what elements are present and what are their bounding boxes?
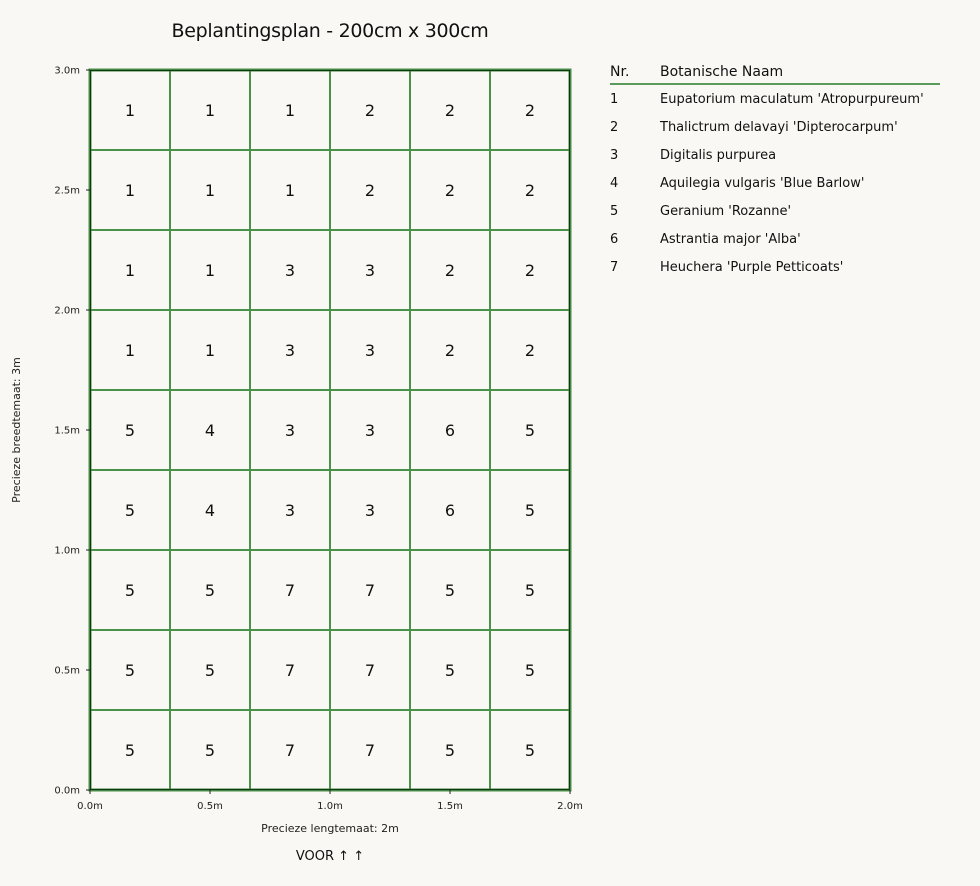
grid-cell-label: 5 [125,501,135,520]
x-tick-label: 1.5m [437,801,463,812]
grid-cell-label: 3 [285,261,295,280]
grid-cell-label: 1 [205,101,215,120]
grid-cell-label: 2 [525,181,535,200]
legend-row-name: Thalictrum delavayi 'Dipterocarpum' [660,119,898,135]
grid-cell-label: 4 [205,501,215,520]
grid-cell-label: 5 [525,581,535,600]
legend-row-name: Heuchera 'Purple Petticoats' [660,259,844,275]
grid-cell-label: 3 [285,341,295,360]
grid-cell-label: 5 [125,741,135,760]
grid-cell-label: 2 [445,261,455,280]
legend-row: 3 Digitalis purpurea [610,141,940,169]
grid-cell-label: 2 [365,101,375,120]
legend-row-name: Digitalis purpurea [660,147,777,163]
grid-cell-label: 3 [365,421,375,440]
grid-cell-label: 5 [525,741,535,760]
grid-cell-label: 6 [445,421,455,440]
grid-cell-label: 3 [365,261,375,280]
legend-row-name: Aquilegia vulgaris 'Blue Barlow' [660,175,865,191]
x-tick-label: 1.0m [317,801,343,812]
legend-header-name: Botanische Naam [660,64,784,80]
grid-cell-label: 3 [365,341,375,360]
y-tick-label: 1.5m [54,426,80,437]
grid-cell-label: 7 [365,581,375,600]
x-tick-label: 0.5m [197,801,223,812]
y-tick-label: 2.5m [54,186,80,197]
grid-cell-label: 5 [525,501,535,520]
grid-cell-label: 5 [205,661,215,680]
legend-row-name: Astrantia major 'Alba' [660,231,801,247]
grid-cell-label: 7 [285,661,295,680]
grid-cell-label: 5 [445,661,455,680]
grid-cell-label: 4 [205,421,215,440]
legend-row: 6 Astrantia major 'Alba' [610,225,940,253]
front-direction-label: VOOR ↑ ↑ [296,849,364,864]
plot-frame-inner [89,69,571,791]
legend-row-nr: 5 [610,203,619,219]
grid-cell-label: 5 [445,741,455,760]
grid-cell-label: 5 [205,581,215,600]
grid-cell-label: 1 [285,101,295,120]
grid-cell-label: 2 [445,341,455,360]
grid-cell-label: 2 [525,341,535,360]
grid-cell-label: 5 [445,581,455,600]
y-tick-label: 0.5m [54,666,80,677]
grid-cell-label: 1 [205,181,215,200]
grid-cell-label: 5 [125,661,135,680]
legend-row: 2 Thalictrum delavayi 'Dipterocarpum' [610,113,940,141]
grid-cell-label: 3 [365,501,375,520]
grid-cell-label: 7 [365,661,375,680]
grid-cell-label: 6 [445,501,455,520]
legend-row: 5 Geranium 'Rozanne' [610,197,940,225]
chart-title: Beplantingsplan - 200cm x 300cm [171,20,489,42]
grid-cell-label: 7 [285,741,295,760]
legend-row-nr: 3 [610,147,619,163]
grid-cell-label: 5 [525,661,535,680]
legend-row-nr: 2 [610,119,619,135]
grid-cell-label: 7 [285,581,295,600]
legend-row-name: Geranium 'Rozanne' [660,203,792,219]
grid-cell-label: 2 [525,101,535,120]
legend-row-nr: 7 [610,259,619,275]
plant-legend-table: Nr. Botanische Naam 1 Eupatorium maculatu… [610,61,940,281]
grid-cell-label: 5 [205,741,215,760]
grid-cell-label: 1 [125,261,135,280]
grid-cell-label: 3 [285,501,295,520]
legend-row: 7 Heuchera 'Purple Petticoats' [610,253,940,281]
grid-cell-label: 5 [525,421,535,440]
y-tick-label: 2.0m [54,306,80,317]
x-tick-label: 2.0m [557,801,583,812]
grid-cell-label: 2 [445,101,455,120]
legend-row: 4 Aquilegia vulgaris 'Blue Barlow' [610,169,940,197]
x-axis-label: Precieze lengtemaat: 2m [261,822,399,835]
grid-cell-label: 2 [365,181,375,200]
grid-cell-label: 2 [525,261,535,280]
grid-cell-label: 3 [285,421,295,440]
grid-cell-label: 1 [125,341,135,360]
grid-cell-label: 1 [205,261,215,280]
x-tick-label: 0.0m [77,801,103,812]
y-tick-label: 1.0m [54,546,80,557]
legend-header: Nr. Botanische Naam [610,61,940,85]
y-tick-label: 3.0m [54,66,80,77]
grid-cell-label: 5 [125,581,135,600]
grid-cell-label: 5 [125,421,135,440]
grid-cell-label: 1 [205,341,215,360]
legend-row-nr: 1 [610,91,619,107]
grid-cell-label: 1 [125,101,135,120]
grid-cell-label: 1 [125,181,135,200]
y-tick-label: 0.0m [54,786,80,797]
legend-row: 1 Eupatorium maculatum 'Atropurpureum' [610,85,940,113]
grid-cell-label: 1 [285,181,295,200]
legend-row-name: Eupatorium maculatum 'Atropurpureum' [660,91,924,107]
legend-header-nr: Nr. [610,64,630,80]
grid-cell-label: 7 [365,741,375,760]
legend-row-nr: 6 [610,231,619,247]
y-axis-label: Precieze breedtemaat: 3m [10,357,23,503]
legend-row-nr: 4 [610,175,619,191]
grid-cell-label: 2 [445,181,455,200]
